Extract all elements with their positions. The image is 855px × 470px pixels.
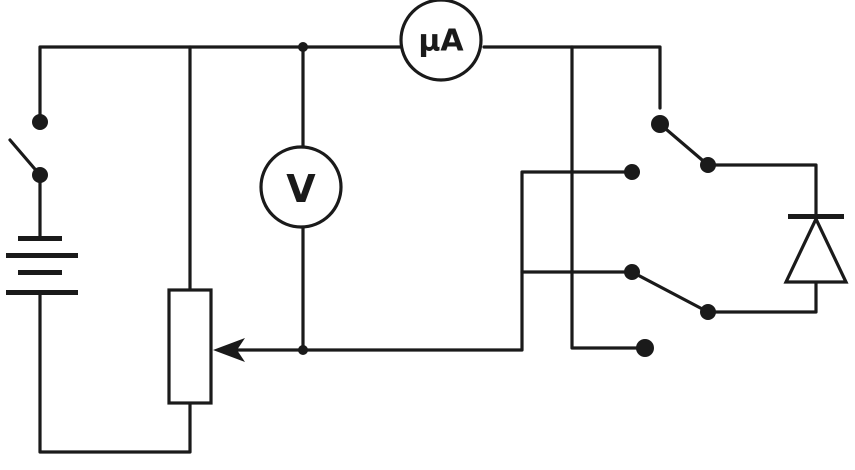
battery-cell-plate-4: [6, 290, 78, 295]
battery-cell-plate-2: [6, 253, 78, 258]
microammeter-ring: [399, 0, 483, 82]
microammeter: μA: [399, 0, 483, 82]
switch-blade-lower: [630, 270, 710, 314]
battery-cell-plate-3: [18, 270, 62, 275]
diode-loop-wire: [706, 163, 818, 314]
voltmeter-ring: [259, 145, 343, 229]
reversing-switch-contact-2: [700, 157, 716, 173]
battery: [6, 236, 78, 295]
voltmeter-label: V: [286, 167, 316, 211]
return-wire: [570, 45, 647, 350]
voltmeter: V: [259, 145, 343, 229]
rheostat-body: [167, 288, 213, 405]
reversing-switch-contact-4: [624, 264, 640, 280]
junction-bottom-voltmeter: [298, 345, 308, 355]
switch-contact-top: [32, 114, 48, 130]
battery-lead-bottom: [38, 293, 192, 454]
diode: [783, 214, 849, 284]
battery-cell-plate-1: [18, 236, 62, 241]
junction-top-voltmeter: [298, 42, 308, 52]
switch-blade-upper: [658, 122, 710, 167]
reversing-switch-contact-6: [636, 339, 654, 357]
top-wire: [38, 45, 662, 124]
switch-contact-bottom: [32, 167, 48, 183]
reversing-switch-contact-1: [651, 115, 669, 133]
microammeter-label: μA: [418, 24, 464, 59]
rheostat-wiper-arrow: [213, 338, 245, 362]
reversing-switch-contact-3: [624, 164, 640, 180]
terminal-dots: [32, 42, 716, 357]
reversing-switch-contact-5: [700, 304, 716, 320]
diode-triangle: [783, 215, 849, 284]
wiper-wire: [235, 170, 634, 352]
